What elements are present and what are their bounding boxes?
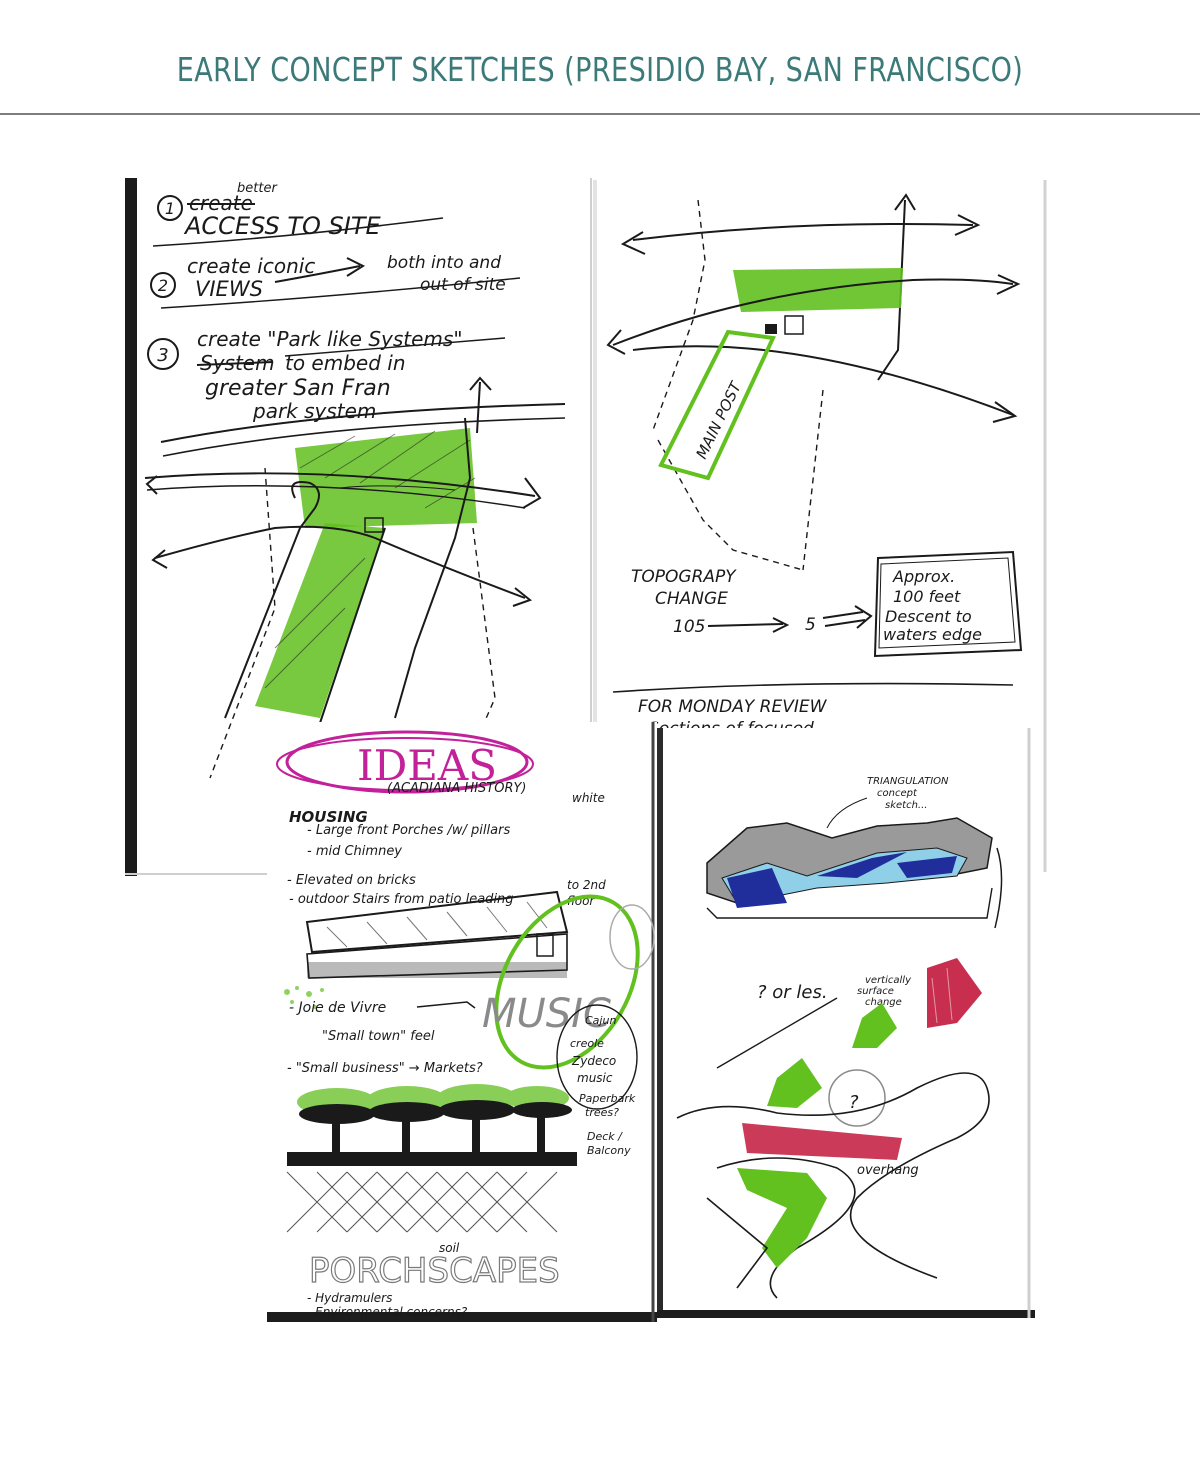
env-line: - Environmental concerns?: [307, 1305, 468, 1319]
overhang-label: overhang: [857, 1163, 919, 1178]
white-label: white: [572, 791, 605, 805]
triangulation-line1: TRIANGULATION: [867, 776, 949, 787]
paperbark-line2: trees?: [585, 1106, 619, 1119]
note-1-insert: better: [237, 181, 278, 196]
question-mark: ?: [849, 1092, 859, 1113]
acadiana-label: (ACADIANA HISTORY): [387, 781, 527, 796]
note-1-number: 1: [165, 199, 175, 218]
review-line1: FOR MONDAY REVIEW: [638, 697, 828, 717]
topo-to: 5: [805, 615, 816, 635]
page-header: EARLY CONCEPT SKETCHES (PRESIDIO BAY, SA…: [0, 0, 1200, 115]
housing-line1: - Large front Porches /w/ pillars: [307, 823, 510, 838]
housing-line4b: to 2nd: [567, 878, 606, 892]
creole-label: creole: [570, 1037, 604, 1050]
deck-line2: Balcony: [587, 1144, 631, 1157]
porchscapes-heading: PORCHSCAPES: [309, 1251, 560, 1291]
vertical-change-line2: surface: [857, 986, 894, 997]
note-2-line1: create iconic: [187, 254, 315, 278]
triangulation-line3: sketch...: [885, 800, 927, 811]
cajun-label: Cajun: [585, 1014, 616, 1027]
small-town-feel: "Small town" feel: [322, 1029, 435, 1044]
note-3-line1: create "Park like Systems": [197, 327, 463, 351]
deck-line1: Deck /: [587, 1130, 623, 1143]
note-3-line3: greater San Fran: [205, 376, 391, 401]
sketch-page-bottom-right: TRIANGULATION concept sketch... ? or les…: [657, 728, 1035, 1318]
note-2-line2: VIEWS: [195, 277, 263, 301]
paperbark-line1: Paperbark: [579, 1092, 636, 1105]
or-less-label: ? or les.: [757, 982, 828, 1003]
small-business-markets: - "Small business" → Markets?: [287, 1061, 483, 1076]
topo-from: 105: [673, 617, 705, 637]
topo-line2: CHANGE: [655, 589, 728, 609]
sketch-page-bottom-left: IDEAS HOUSING (ACADIANA HISTORY) white -…: [267, 722, 657, 1322]
zydeco-line2: music: [577, 1071, 613, 1085]
approx-line1: Approx.: [892, 567, 955, 586]
note-3-number: 3: [157, 345, 168, 366]
housing-line3: - Elevated on bricks: [287, 873, 416, 888]
page-title: EARLY CONCEPT SKETCHES (PRESIDIO BAY, SA…: [108, 50, 1092, 90]
note-3-line2b: to embed in: [285, 351, 406, 375]
approx-line2: 100 feet: [893, 587, 961, 606]
vertical-change-line1: vertically: [865, 975, 912, 986]
hydra-line: - Hydramulers: [307, 1291, 392, 1305]
approx-line3: Descent to: [885, 607, 972, 626]
topo-line1: TOPOGRAPY: [631, 567, 737, 587]
note-2-number: 2: [158, 276, 168, 295]
housing-line4: - outdoor Stairs from patio leading: [289, 892, 514, 907]
joie-de-vivre: - Joie de Vivre: [289, 1000, 386, 1016]
triangulation-line2: concept: [877, 788, 918, 799]
note-2-right2: out of site: [420, 275, 506, 295]
housing-line2: - mid Chimney: [307, 844, 402, 859]
zydeco-line1: Zydeco: [571, 1054, 616, 1068]
note-2-right1: both into and: [387, 253, 501, 273]
approx-line4: waters edge: [883, 625, 982, 644]
